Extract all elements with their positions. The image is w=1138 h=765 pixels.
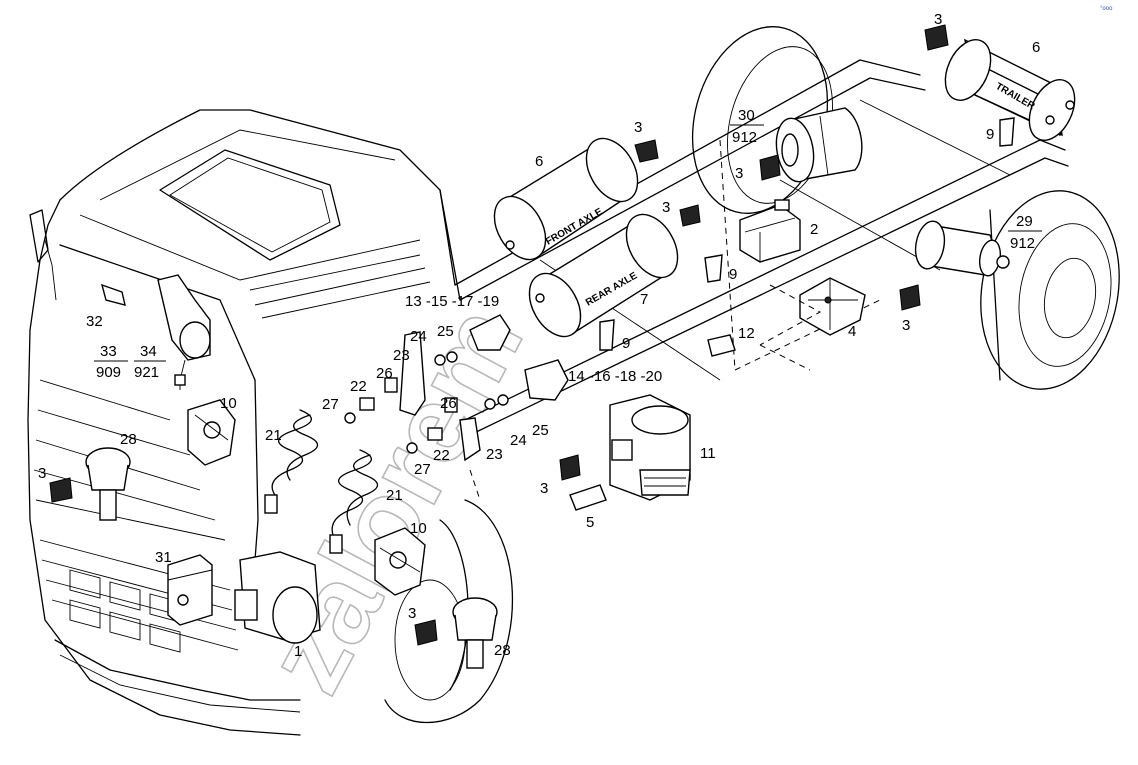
callout-1: 1 xyxy=(294,643,302,660)
relay-valve-2 xyxy=(739,199,801,263)
callout-3: 3 xyxy=(38,465,46,482)
brake-valve-10-upper xyxy=(187,399,236,466)
callout-3: 3 xyxy=(634,119,642,136)
svg-text:912: 912 xyxy=(732,129,757,146)
svg-text:30: 30 xyxy=(738,107,755,124)
callout-28: 28 xyxy=(494,642,511,659)
svg-text:921: 921 xyxy=(134,364,159,381)
callout-11: 11 xyxy=(700,445,716,462)
small-fittings-and-switches xyxy=(49,24,1015,646)
callout-12: 12 xyxy=(738,325,755,342)
callout-4: 4 xyxy=(848,323,856,340)
svg-text:909: 909 xyxy=(96,364,121,381)
callout-23: 23 xyxy=(486,446,503,463)
callout-3: 3 xyxy=(662,199,670,216)
callout-14-16-18-20: 14 -16 -18 -20 xyxy=(568,368,662,385)
callout-10: 10 xyxy=(220,395,237,412)
trailer-tank: TRAILER xyxy=(944,38,1076,141)
callout-23: 23 xyxy=(393,347,410,364)
callout-34-921: 34 921 xyxy=(134,343,166,381)
svg-text:912: 912 xyxy=(1010,235,1035,252)
callout-26: 26 xyxy=(440,395,457,412)
brake-chamber-28-front xyxy=(85,447,131,521)
callout-29-912: 29 912 xyxy=(1008,213,1042,252)
rear-brake-chamber-lower xyxy=(914,220,1010,277)
callout-21: 21 xyxy=(265,427,282,444)
front-axle-tank: FRONT AXLE xyxy=(493,137,639,261)
callout-22: 22 xyxy=(433,447,450,464)
callout-28: 28 xyxy=(120,431,137,448)
corner-mark: °ooo xyxy=(1100,6,1113,12)
svg-text:34: 34 xyxy=(140,343,157,360)
callout-22: 22 xyxy=(350,378,367,395)
callout-25: 25 xyxy=(532,422,549,439)
truck-cab-outline xyxy=(27,109,461,736)
pressure-regulator-1 xyxy=(234,551,321,644)
callout-25: 25 xyxy=(437,323,454,340)
hand-brake-valve-33-34 xyxy=(157,274,211,390)
spiral-hoses-21 xyxy=(264,409,379,554)
couplings-and-brackets xyxy=(344,314,569,462)
front-wheel xyxy=(384,499,513,724)
callout-3: 3 xyxy=(934,11,942,28)
callout-3: 3 xyxy=(408,605,416,622)
callout-30-912: 30 912 xyxy=(730,107,764,146)
brake-valve-10-lower xyxy=(374,527,426,596)
callout-13-15-17-19: 13 -15 -17 -19 xyxy=(405,293,499,310)
callout-31: 31 xyxy=(155,549,172,566)
callout-6: 6 xyxy=(535,153,543,170)
air-dryer-11 xyxy=(609,394,691,501)
leader-lines xyxy=(469,284,822,501)
callout-6: 6 xyxy=(1032,39,1040,56)
brake-chamber-28-wheel xyxy=(452,597,498,669)
trailer-control-valve-4 xyxy=(799,277,866,336)
rear-brake-chamber-upper xyxy=(775,107,863,183)
callout-3: 3 xyxy=(540,480,548,497)
callout-26: 26 xyxy=(376,365,393,382)
callout-32: 32 xyxy=(86,313,103,330)
callout-27: 27 xyxy=(322,396,339,413)
callout-7: 7 xyxy=(640,291,648,308)
callout-3: 3 xyxy=(735,165,743,182)
callout-27: 27 xyxy=(414,461,431,478)
svg-text:33: 33 xyxy=(100,343,117,360)
protection-valve-31 xyxy=(167,554,213,626)
callout-24: 24 xyxy=(410,328,427,345)
callout-24: 24 xyxy=(510,432,527,449)
callout-5: 5 xyxy=(586,514,594,531)
callout-9: 9 xyxy=(622,335,630,352)
svg-text:29: 29 xyxy=(1016,213,1033,230)
callout-33-909: 33 909 xyxy=(94,343,128,381)
rear-axle-tank: REAR AXLE xyxy=(528,213,679,338)
callout-2: 2 xyxy=(810,221,818,238)
callout-21: 21 xyxy=(386,487,403,504)
callout-3: 3 xyxy=(902,317,910,334)
callout-labels: 1 2 3 3 3 3 3 3 3 3 4 5 6 6 7 9 9 9 10 1… xyxy=(38,11,1042,660)
callout-9: 9 xyxy=(729,266,737,283)
callout-9: 9 xyxy=(986,126,994,143)
callout-10: 10 xyxy=(410,520,427,537)
